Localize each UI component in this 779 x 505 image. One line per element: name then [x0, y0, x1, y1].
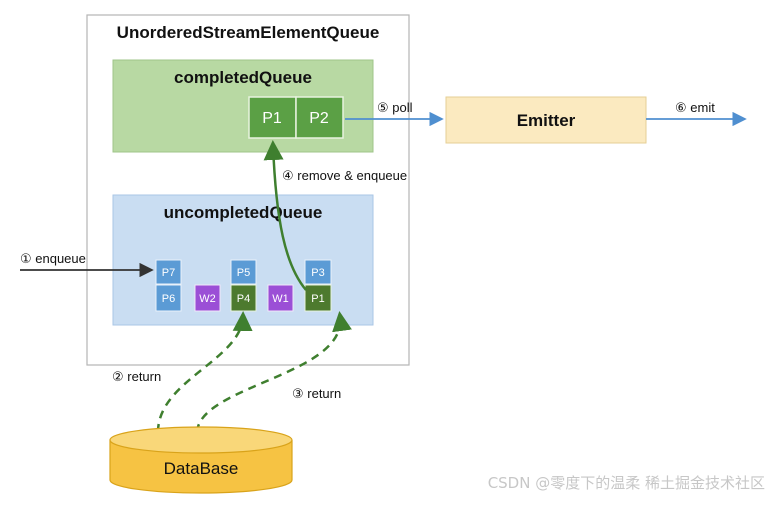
completed-cell-p1-label: P1 [262, 110, 282, 127]
completed-queue-title: completedQueue [174, 68, 312, 87]
emitter-label: Emitter [517, 111, 576, 130]
cell-p5 [230, 259, 257, 285]
database-label: DataBase [164, 459, 239, 478]
remove-enqueue-arrow [263, 140, 307, 291]
emit-label: ⑥ emit [675, 100, 715, 115]
completed-queue-box: completedQueue P1 P2 [112, 59, 374, 153]
database-cylinder: DataBase [109, 426, 293, 494]
cell-p6 [155, 284, 182, 312]
enqueue-label: ① enqueue [20, 251, 86, 266]
return-arrow-3 [195, 311, 352, 433]
poll-label: ⑤ poll [377, 100, 413, 115]
completed-cell-p2 [295, 96, 344, 139]
cell-w1 [267, 284, 294, 312]
cell-p1-label: P1 [311, 293, 324, 305]
cell-p4 [230, 284, 257, 312]
completed-cell-p2-label: P2 [309, 110, 329, 127]
cell-w1-label: W1 [272, 293, 289, 305]
cell-p5-label: P5 [237, 267, 250, 279]
return-label-3: ③ return [292, 386, 341, 401]
return-arrow-2 [156, 311, 253, 433]
cell-p7-label: P7 [162, 267, 175, 279]
cell-w2 [194, 284, 221, 312]
return-label-2: ② return [112, 369, 161, 384]
cell-p3 [304, 259, 332, 285]
cell-p1 [304, 284, 332, 312]
cell-p4-label: P4 [237, 293, 250, 305]
emitter-box: Emitter [445, 96, 647, 144]
remove-enqueue-label: ④ remove & enqueue [282, 168, 407, 183]
cell-p7 [155, 259, 182, 285]
watermark-text: CSDN @零度下的温柔 稀土掘金技术社区 [487, 474, 765, 492]
cell-w2-label: W2 [199, 293, 216, 305]
cell-p6-label: P6 [162, 293, 175, 305]
outer-queue-title: UnorderedStreamElementQueue [117, 23, 380, 42]
uncompleted-queue-box: uncompletedQueue P7 P6 W2 P5 P4 W1 P3 P1 [112, 194, 374, 326]
uncompleted-queue-title: uncompletedQueue [164, 203, 323, 222]
cell-p3-label: P3 [311, 267, 324, 279]
